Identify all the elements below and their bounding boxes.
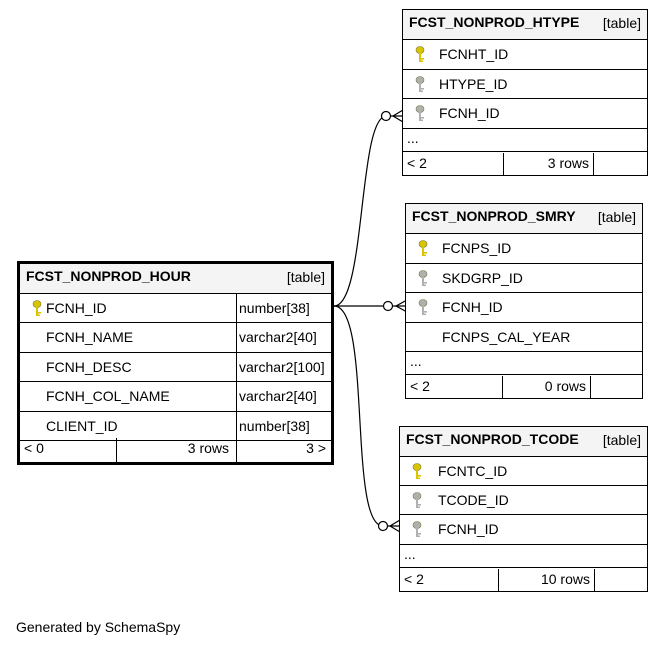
table-tag: [table] (602, 432, 641, 448)
foreign-key-icon (412, 521, 424, 539)
column-row: FCNH_ID (403, 99, 647, 129)
parents-count[interactable]: < 2 (410, 378, 430, 394)
more-columns: ... (403, 129, 647, 152)
column-name: FCNH_ID (442, 299, 503, 316)
column-row: FCNPS_CAL_YEAR (406, 323, 642, 353)
table-name[interactable]: FCST_NONPROD_HOUR (26, 268, 191, 284)
foreign-key-icon (415, 75, 427, 94)
ellipsis: ... (410, 353, 422, 370)
parents-count[interactable]: < 2 (404, 571, 424, 587)
column-row: FCNH_ID (400, 515, 647, 545)
table-header: FCST_NONPROD_SMRY [table] (406, 204, 642, 234)
column-type: varchar2[40] (239, 388, 317, 405)
column-row: FCNH_NAME varchar2[40] (20, 323, 331, 353)
primary-key-icon (415, 46, 427, 64)
table-header: FCST_NONPROD_HOUR [table] (20, 264, 331, 294)
foreign-key-icon (418, 299, 430, 317)
row-count: 3 rows (547, 155, 589, 171)
column-name: TCODE_ID (438, 492, 509, 509)
table-footer: < 2 10 rows (400, 569, 647, 591)
generated-by-label: Generated by SchemaSpy (16, 619, 181, 635)
column-name: FCNH_ID (46, 300, 107, 316)
primary-key-icon (418, 240, 430, 258)
column-row: FCNPS_ID (406, 234, 642, 264)
table-tag: [table] (286, 269, 325, 285)
column-row: SKDGRP_ID (406, 264, 642, 294)
more-columns: ... (406, 352, 642, 376)
column-name: HTYPE_ID (439, 75, 508, 92)
table-footer: < 2 3 rows (403, 153, 647, 175)
table-fcst-nonprod-htype[interactable]: FCST_NONPROD_HTYPE [table] FCNHT_ID HTYPE_I… (402, 9, 648, 176)
column-name: FCNH_ID (439, 105, 500, 122)
column-name: FCNHT_ID (439, 46, 509, 62)
link-tcode-crowfoot (388, 519, 401, 533)
table-fcst-nonprod-hour[interactable]: FCST_NONPROD_HOUR [table] FCNH_ID number[… (17, 261, 334, 465)
column-row: TCODE_ID (400, 486, 647, 516)
foreign-key-icon (418, 269, 430, 288)
ellipsis: ... (407, 129, 419, 146)
foreign-key-icon (412, 492, 424, 510)
children-count[interactable]: 3 > (306, 440, 326, 456)
link-smry-crowfoot (394, 299, 408, 313)
parents-count[interactable]: < 2 (407, 155, 427, 171)
column-name: FCNH_ID (438, 521, 499, 538)
link-htype-optional-marker (380, 110, 392, 122)
table-header: FCST_NONPROD_HTYPE [table] (403, 10, 647, 40)
foreign-key-icon (415, 105, 427, 123)
row-count: 0 rows (544, 378, 586, 394)
column-name: FCNH_DESC (46, 358, 132, 375)
table-tag: [table] (602, 15, 641, 31)
primary-key-icon (412, 463, 424, 481)
column-row: FCNH_ID number[38] (20, 294, 331, 324)
link-tcode (333, 305, 400, 527)
column-type: varchar2[40] (239, 329, 317, 346)
column-row: FCNH_ID (406, 293, 642, 323)
column-name: FCNH_COL_NAME (46, 388, 170, 405)
column-name: FCNTC_ID (438, 463, 508, 479)
primary-key-icon (32, 300, 44, 318)
table-fcst-nonprod-tcode[interactable]: FCST_NONPROD_TCODE [table] FCNTC_ID TCODE_I… (399, 426, 648, 592)
column-row: HTYPE_ID (403, 70, 647, 100)
link-tcode-optional-marker (377, 520, 389, 532)
column-name: FCNH_NAME (46, 329, 134, 346)
column-name: SKDGRP_ID (442, 269, 523, 286)
column-row: FCNH_DESC varchar2[100] (20, 352, 331, 383)
link-htype-crowfoot (391, 109, 404, 123)
more-columns: ... (400, 545, 647, 568)
column-type: number[38] (239, 417, 310, 434)
link-smry-optional-marker (382, 300, 394, 312)
column-row: FCNH_COL_NAME varchar2[40] (20, 382, 331, 412)
table-name[interactable]: FCST_NONPROD_HTYPE (409, 14, 580, 30)
column-type: varchar2[100] (239, 358, 325, 375)
column-name: CLIENT_ID (46, 417, 118, 434)
column-name: FCNPS_CAL_YEAR (442, 328, 571, 345)
table-header: FCST_NONPROD_TCODE [table] (400, 427, 647, 457)
column-row: FCNHT_ID (403, 40, 647, 70)
column-row: CLIENT_ID number[38] (20, 411, 331, 441)
link-htype (333, 115, 403, 307)
table-name[interactable]: FCST_NONPROD_TCODE (406, 431, 579, 447)
row-count: 3 rows (187, 440, 229, 456)
table-footer: < 0 3 rows 3 > (20, 438, 331, 462)
table-name[interactable]: FCST_NONPROD_SMRY (412, 208, 576, 224)
column-type: number[38] (239, 300, 310, 316)
table-fcst-nonprod-smry[interactable]: FCST_NONPROD_SMRY [table] FCNPS_ID SKDGRP_I… (405, 203, 643, 399)
column-name: FCNPS_ID (442, 240, 512, 256)
table-footer: < 2 0 rows (406, 376, 642, 398)
table-tag: [table] (597, 209, 636, 225)
column-row: FCNTC_ID (400, 457, 647, 487)
row-count: 10 rows (540, 571, 590, 587)
parents-count[interactable]: < 0 (24, 440, 44, 456)
ellipsis: ... (404, 545, 416, 562)
